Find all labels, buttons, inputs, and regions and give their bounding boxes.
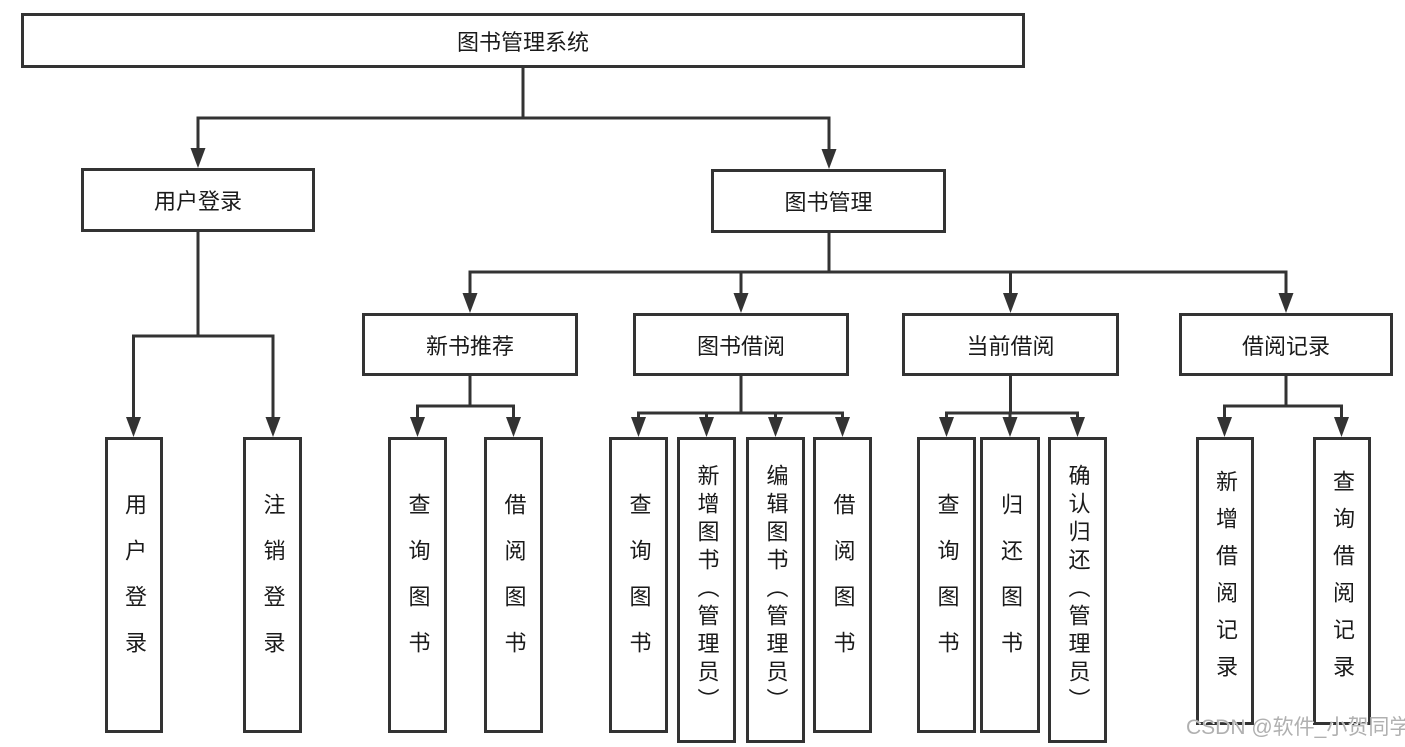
leaf-query-books-recommend-label: 查询图书 [405, 493, 431, 677]
leaf-query-books-current: 查询图书 [917, 437, 976, 733]
leaf-add-book-admin-label: 新增图书（管理员） [694, 464, 720, 716]
leaf-confirm-return-admin-label: 确认归还（管理员） [1065, 464, 1091, 716]
node-library-system: 图书管理系统 [21, 13, 1025, 68]
node-book-management: 图书管理 [711, 169, 946, 233]
leaf-query-books-borrow-label: 查询图书 [626, 493, 652, 677]
leaf-borrow-books-label: 借阅图书 [830, 493, 856, 677]
leaf-user-login-label: 用户登录 [122, 493, 147, 677]
node-current-borrow-label: 当前借阅 [966, 333, 1055, 359]
node-user-login: 用户登录 [81, 168, 315, 232]
node-book-management-label: 图书管理 [784, 190, 873, 215]
leaf-query-borrow-record-label: 查询借阅记录 [1330, 470, 1355, 692]
leaf-logout-label: 注销登录 [260, 493, 286, 677]
leaf-query-books-borrow: 查询图书 [609, 437, 668, 733]
leaf-borrow-books-recommend: 借阅图书 [484, 437, 543, 733]
node-borrow-records: 借阅记录 [1179, 313, 1393, 376]
leaf-borrow-books: 借阅图书 [813, 437, 872, 733]
leaf-add-borrow-record-label: 新增借阅记录 [1213, 470, 1238, 692]
leaf-query-books-current-label: 查询图书 [934, 493, 960, 677]
leaf-borrow-books-recommend-label: 借阅图书 [501, 493, 527, 677]
leaf-confirm-return-admin: 确认归还（管理员） [1048, 437, 1107, 743]
leaf-add-book-admin: 新增图书（管理员） [677, 437, 736, 743]
leaf-edit-book-admin-label: 编辑图书（管理员） [763, 464, 789, 716]
leaf-query-books-recommend: 查询图书 [388, 437, 447, 733]
node-borrow-records-label: 借阅记录 [1241, 333, 1330, 359]
leaf-add-borrow-record: 新增借阅记录 [1196, 437, 1254, 725]
csdn-watermark: CSDN @软件_小贺同学 [1186, 716, 1405, 739]
leaf-return-book-label: 归还图书 [998, 493, 1023, 677]
node-book-borrow-label: 图书借阅 [696, 333, 785, 359]
leaf-user-login: 用户登录 [105, 437, 163, 733]
node-user-login-label: 用户登录 [153, 189, 242, 214]
node-library-system-label: 图书管理系统 [456, 29, 589, 55]
leaf-query-borrow-record: 查询借阅记录 [1313, 437, 1371, 725]
leaf-return-book: 归还图书 [980, 437, 1040, 733]
node-new-book-recommend: 新书推荐 [362, 313, 578, 376]
node-current-borrow: 当前借阅 [902, 313, 1119, 376]
node-book-borrow: 图书借阅 [633, 313, 849, 376]
node-new-book-recommend-label: 新书推荐 [425, 333, 514, 359]
leaf-edit-book-admin: 编辑图书（管理员） [746, 437, 805, 743]
leaf-logout: 注销登录 [243, 437, 302, 733]
